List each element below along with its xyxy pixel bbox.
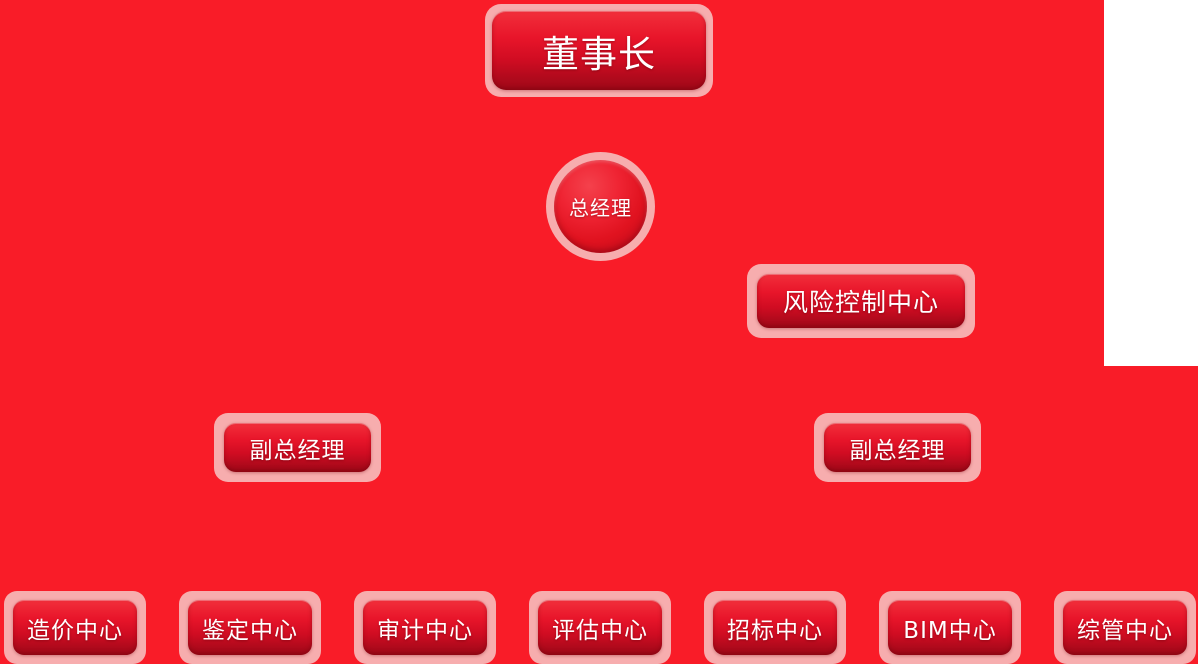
node-risk-control-center-label: 风险控制中心 xyxy=(757,274,965,328)
node-center-appraisal-label: 鉴定中心 xyxy=(188,600,312,655)
node-center-cost[interactable]: 造价中心 xyxy=(4,591,146,664)
node-chairman-label: 董事长 xyxy=(492,11,706,90)
node-center-bidding[interactable]: 招标中心 xyxy=(704,591,846,664)
top-right-white-panel xyxy=(1104,0,1198,366)
node-chairman[interactable]: 董事长 xyxy=(485,4,713,97)
node-deputy-manager-left[interactable]: 副总经理 xyxy=(214,413,381,482)
node-center-audit[interactable]: 审计中心 xyxy=(354,591,496,664)
node-center-general-management[interactable]: 综管中心 xyxy=(1054,591,1196,664)
node-deputy-manager-left-label: 副总经理 xyxy=(224,423,371,472)
node-general-manager-label: 总经理 xyxy=(554,160,647,253)
node-center-bim-label: BIM中心 xyxy=(888,600,1012,655)
node-deputy-manager-right-label: 副总经理 xyxy=(824,423,971,472)
node-center-bidding-label: 招标中心 xyxy=(713,600,837,655)
node-center-assessment-label: 评估中心 xyxy=(538,600,662,655)
node-center-bim[interactable]: BIM中心 xyxy=(879,591,1021,664)
node-risk-control-center[interactable]: 风险控制中心 xyxy=(747,264,975,338)
node-center-cost-label: 造价中心 xyxy=(13,600,137,655)
node-deputy-manager-right[interactable]: 副总经理 xyxy=(814,413,981,482)
node-general-manager[interactable]: 总经理 xyxy=(546,152,655,261)
node-center-assessment[interactable]: 评估中心 xyxy=(529,591,671,664)
node-center-audit-label: 审计中心 xyxy=(363,600,487,655)
node-center-appraisal[interactable]: 鉴定中心 xyxy=(179,591,321,664)
node-center-general-management-label: 综管中心 xyxy=(1063,600,1187,655)
